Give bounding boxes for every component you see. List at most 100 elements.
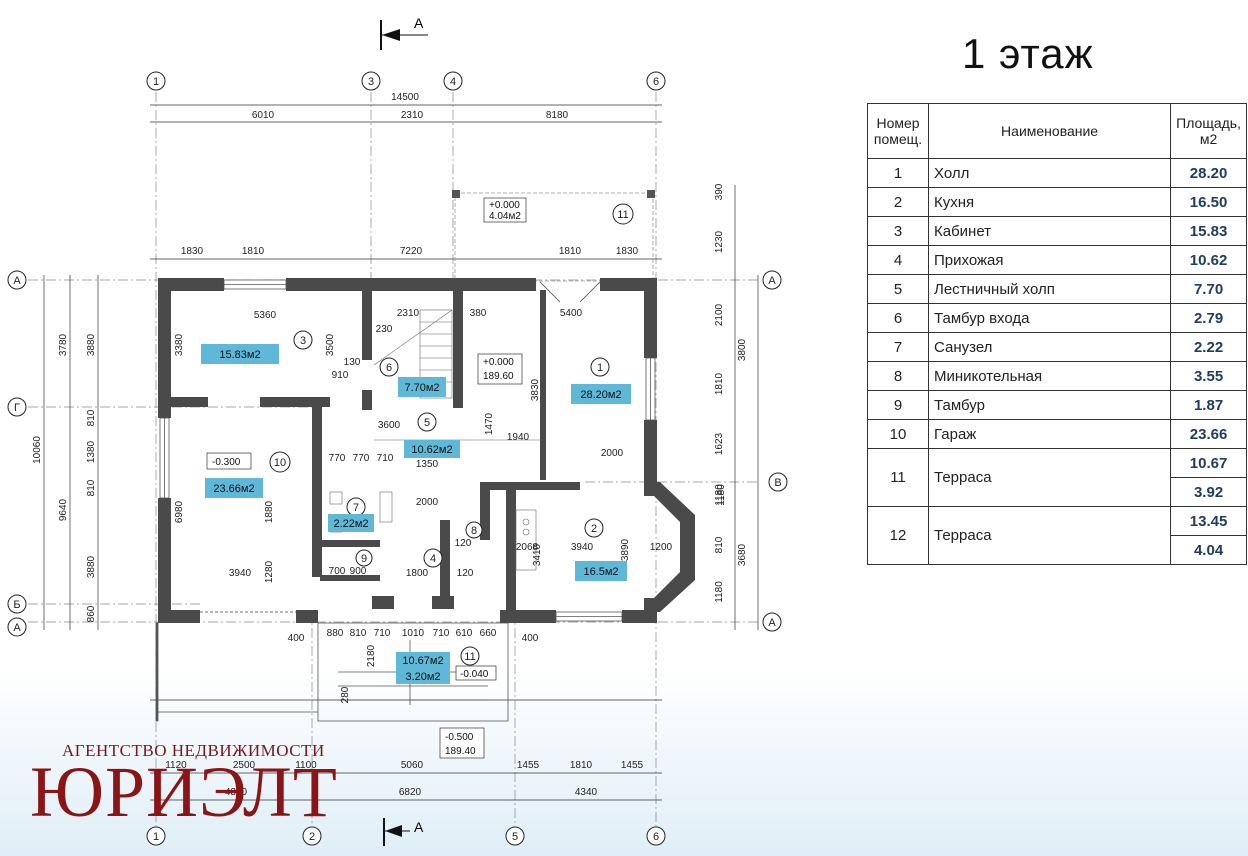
section-label-bottom: А — [414, 819, 424, 835]
room-7-number: 7 — [353, 502, 359, 514]
svg-text:1940: 1940 — [507, 432, 530, 443]
room-8-number: 8 — [471, 525, 477, 537]
svg-text:189.40: 189.40 — [445, 746, 476, 757]
dim-top-total: 14500 — [391, 92, 419, 103]
table-row: 6 Тамбур входа 2.79 — [867, 303, 1247, 333]
svg-text:660: 660 — [480, 628, 497, 639]
dim-left-5: 1380 — [86, 440, 97, 463]
svg-text:1470: 1470 — [484, 412, 495, 435]
table-row: 3 Кабинет 15.83 — [867, 216, 1247, 246]
room-11-number: 11 — [464, 651, 475, 663]
room-2-area: 16.5м2 — [583, 566, 618, 578]
room-3-number: 3 — [300, 335, 306, 347]
svg-text:400: 400 — [288, 633, 305, 644]
svg-text:1350: 1350 — [416, 459, 439, 470]
room-1-area: 28.20м2 — [580, 389, 621, 401]
svg-text:А: А — [768, 275, 776, 287]
room-schedule-table: Номер помещ. Наименование Площадь, м2 1 … — [867, 103, 1247, 565]
room-5-number: 5 — [424, 417, 430, 429]
svg-text:700: 700 — [329, 566, 346, 577]
svg-text:230: 230 — [376, 324, 393, 335]
room-3-office: 3 15.83м2 — [201, 330, 313, 364]
svg-text:2000: 2000 — [416, 497, 439, 508]
room-5-hallway: 5 10.62м2 — [404, 412, 460, 458]
dim-right-4: 1810 — [714, 372, 725, 395]
svg-text:1180: 1180 — [716, 484, 727, 506]
room-1-number: 1 — [597, 362, 603, 374]
dim-right-7: 810 — [714, 536, 725, 553]
svg-text:5: 5 — [512, 831, 518, 843]
svg-text:130: 130 — [344, 357, 361, 368]
table-row: 11 Терраса 10.67 — [867, 448, 1247, 507]
entry-doors — [200, 281, 601, 613]
svg-text:810: 810 — [350, 628, 367, 639]
table-header-row: Номер помещ. Наименование Площадь, м2 — [867, 103, 1247, 159]
dim-right-3: 2100 — [714, 303, 725, 326]
room-6-area: 7.70м2 — [404, 382, 439, 394]
entrance-terrace — [155, 622, 509, 722]
dim-left-total: 10060 — [32, 436, 43, 464]
room-10-number: 10 — [274, 457, 286, 469]
svg-text:2310: 2310 — [397, 308, 420, 319]
dim-bottom-6: 1810 — [570, 760, 593, 771]
dim-left-6: 810 — [86, 479, 97, 496]
staircase — [373, 309, 540, 441]
svg-text:1280: 1280 — [264, 560, 275, 583]
svg-text:Б: Б — [13, 599, 20, 611]
svg-text:6: 6 — [653, 76, 659, 88]
svg-text:1010: 1010 — [402, 628, 425, 639]
svg-text:770: 770 — [353, 453, 370, 464]
svg-text:400: 400 — [522, 633, 539, 644]
dim-bottom-1: 1120 — [165, 760, 187, 771]
dim-right-10: 3680 — [737, 543, 748, 566]
room-10-garage: -0.300 10 23.66м2 — [205, 451, 291, 498]
room-7-bathroom: 7 2.22м2 — [328, 497, 374, 532]
top-terrace-area: 4.04м2 — [489, 211, 521, 222]
axis-bubbles-right: А В А — [762, 270, 788, 632]
svg-text:710: 710 — [433, 628, 450, 639]
terrace-area-1: 10.67м2 — [402, 655, 443, 667]
main-elevation: +0.000 189.60 — [477, 353, 523, 385]
dim-bottom-2: 2500 — [233, 760, 256, 771]
floor-title: 1 этаж — [962, 30, 1094, 77]
table-row: 10 Гараж 23.66 — [867, 419, 1247, 449]
table-row: 1 Холл 28.20 — [867, 158, 1247, 188]
dim-bottom-3: 1100 — [295, 760, 317, 771]
section-marker-bottom: А — [383, 818, 424, 846]
dim-top2-4: 1810 — [559, 246, 582, 257]
dim-top2-3: 7220 — [400, 246, 423, 257]
dim-top2-2: 1810 — [242, 246, 265, 257]
svg-text:2: 2 — [309, 831, 315, 843]
top-terrace: +0.000 4.04м2 11 — [452, 190, 655, 282]
dim-top-1: 6010 — [252, 110, 275, 121]
room-10-area: 23.66м2 — [213, 483, 254, 495]
svg-text:5400: 5400 — [560, 308, 583, 319]
dim-right-6: 1180 — [714, 484, 725, 506]
dim-top2-1: 1830 — [181, 246, 204, 257]
table-row: 8 Миникотельная 3.55 — [867, 361, 1247, 391]
svg-text:3940: 3940 — [229, 568, 252, 579]
room-4-entrance: 4 — [423, 548, 443, 568]
svg-text:6980: 6980 — [174, 500, 185, 523]
svg-text:4: 4 — [450, 76, 456, 88]
svg-text:2000: 2000 — [601, 448, 624, 459]
table-row: 12 Терраса 13.45 — [867, 506, 1247, 565]
table-row: 7 Санузел 2.22 — [867, 332, 1247, 362]
table-row: 9 Тамбур 1.87 — [867, 390, 1247, 420]
dim-right-5: 1623 — [714, 432, 725, 455]
dim-right-2: 1230 — [714, 230, 725, 253]
svg-text:1: 1 — [153, 76, 159, 88]
dim-left-2: 3880 — [86, 333, 97, 356]
dim-top-2: 2310 — [401, 110, 424, 121]
table-row: 4 Прихожая 10.62 — [867, 245, 1247, 275]
room-7-area: 2.22м2 — [333, 518, 368, 530]
svg-text:120: 120 — [457, 568, 474, 579]
room-3-area: 15.83м2 — [219, 349, 260, 361]
svg-text:610: 610 — [456, 628, 473, 639]
svg-text:3: 3 — [368, 76, 374, 88]
svg-text:3500: 3500 — [325, 333, 336, 356]
dim-left-7: 3880 — [86, 555, 97, 578]
terrace-elevation: -0.040 — [460, 669, 489, 680]
floor-plan-drawing: А А 1 3 4 6 1 2 5 6 — [7, 15, 788, 846]
walls — [158, 278, 695, 623]
